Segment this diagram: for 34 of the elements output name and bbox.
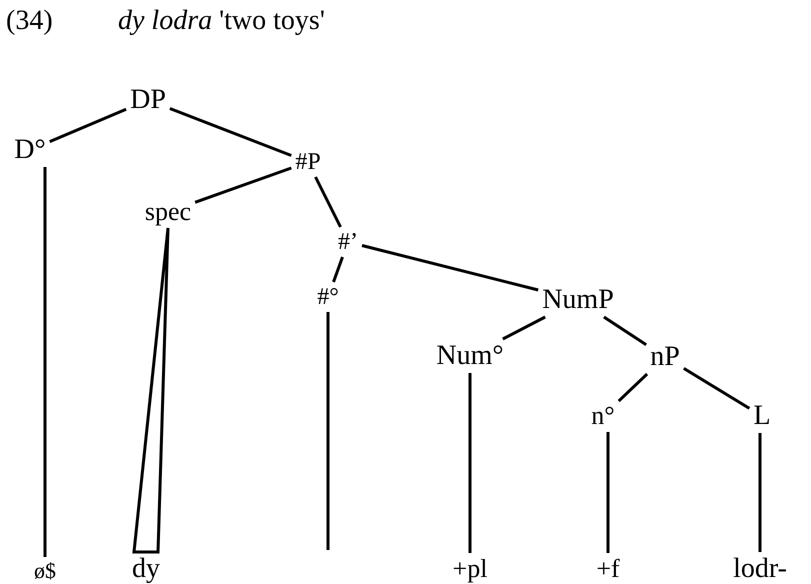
triangle-line	[132, 226, 170, 554]
tree-label: #’	[334, 227, 362, 257]
tree-label: +f	[592, 553, 624, 584]
branch-line	[326, 312, 330, 550]
branch-line	[362, 244, 539, 292]
tree-label: lodr-	[729, 552, 791, 584]
branch-line	[468, 373, 472, 553]
title: dy lodra 'two toys'	[118, 6, 325, 37]
branch-line	[194, 166, 292, 204]
tree-label: #P	[291, 147, 325, 177]
tree-label: n°	[587, 400, 619, 432]
branch-line	[332, 256, 344, 282]
branch-line	[606, 432, 610, 553]
branch-line	[603, 316, 648, 346]
tree-label: DP	[126, 83, 170, 117]
branch-line	[169, 107, 292, 157]
branch-line	[49, 108, 127, 143]
branch-line	[44, 167, 46, 557]
tree-label: #°	[313, 282, 343, 312]
example-number: (34)	[6, 6, 53, 37]
branch-line	[683, 367, 750, 410]
branch-line	[502, 316, 546, 340]
tree-label: +pl	[448, 553, 492, 584]
tree-label: ø$	[30, 557, 60, 584]
branch-line	[618, 372, 648, 402]
tree-label: dy	[128, 552, 164, 584]
tree-label: Num°	[432, 339, 508, 373]
branch-line	[314, 176, 342, 228]
tree-label: L	[749, 399, 775, 433]
tree-label: nP	[646, 340, 684, 374]
branch-line	[758, 433, 762, 552]
tree-label: D°	[10, 133, 50, 167]
tree-label: spec	[140, 196, 196, 228]
tree-label: NumP	[538, 283, 618, 317]
